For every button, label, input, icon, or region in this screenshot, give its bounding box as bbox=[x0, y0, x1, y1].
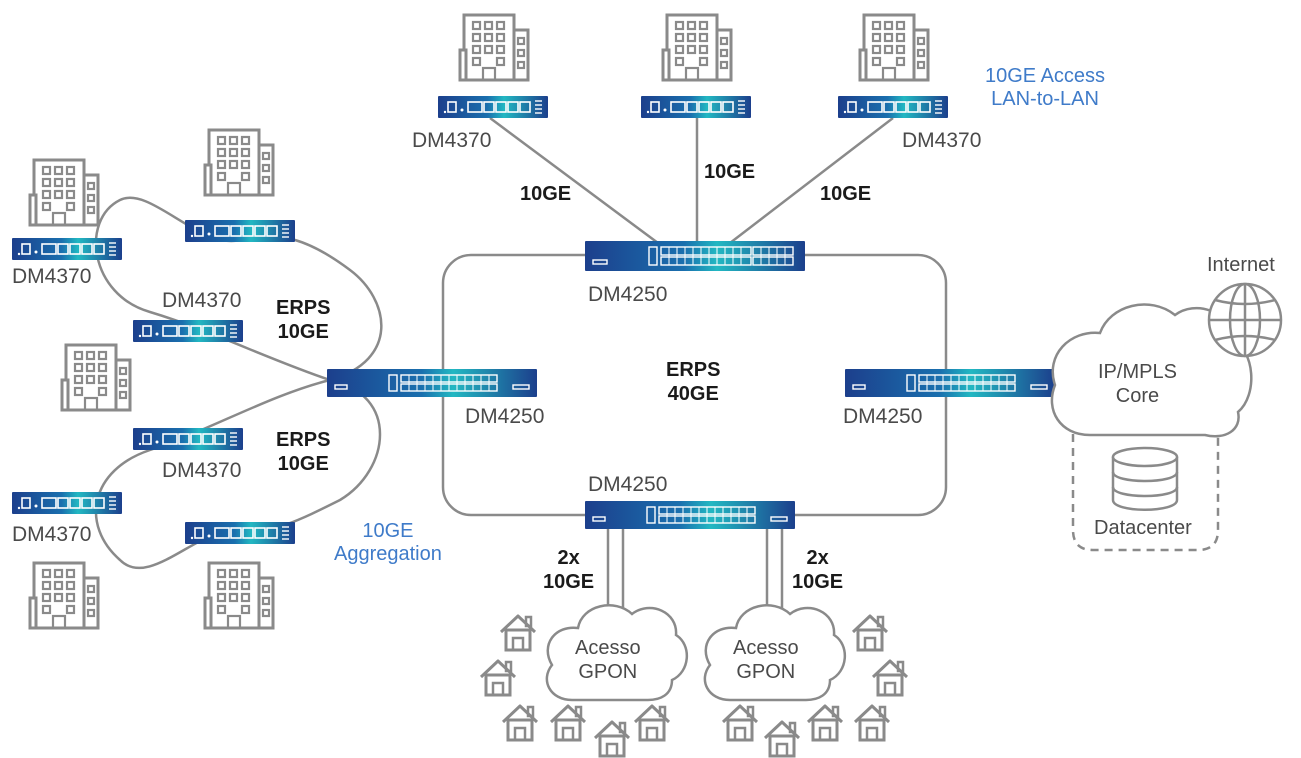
gpon-left-line: GPON bbox=[578, 661, 638, 683]
link-top-right bbox=[729, 117, 894, 244]
building-icon bbox=[858, 13, 930, 82]
gpon-left-line: Acesso bbox=[575, 637, 641, 659]
switch-dm4370-icon bbox=[184, 521, 296, 545]
house-icon bbox=[549, 704, 587, 742]
house-icon bbox=[806, 704, 844, 742]
house-icon bbox=[721, 704, 759, 742]
house-icon bbox=[593, 720, 631, 758]
switch-dm4370-icon bbox=[11, 237, 123, 261]
house-icon bbox=[633, 704, 671, 742]
switch-dm4370-icon bbox=[184, 219, 296, 243]
uplink-left-line: 2x bbox=[557, 547, 580, 569]
cloud-icon bbox=[1050, 303, 1253, 438]
erps-lower-line: 10GE bbox=[277, 453, 329, 475]
gpon-right-label: Acesso GPON bbox=[733, 636, 799, 684]
switch-dm4370-icon bbox=[132, 319, 244, 343]
gpon-left-label: Acesso GPON bbox=[575, 636, 641, 684]
uplink-right-label: 2x 10GE bbox=[792, 546, 843, 594]
building-icon bbox=[60, 343, 132, 412]
uplink-left-label: 2x 10GE bbox=[543, 546, 594, 594]
erps-lower-label: ERPS 10GE bbox=[276, 428, 330, 476]
erps-lower-line: ERPS bbox=[276, 429, 331, 451]
building-icon bbox=[28, 561, 100, 630]
device-label: DM4250 bbox=[465, 405, 545, 428]
switch-dm4250-icon bbox=[584, 240, 806, 272]
switch-dm4370-icon bbox=[11, 491, 123, 515]
internet-label: Internet bbox=[1207, 254, 1275, 276]
link-speed-label: 10GE bbox=[704, 161, 756, 183]
switch-dm4250-icon bbox=[584, 500, 796, 530]
database-icon bbox=[1111, 446, 1179, 511]
house-icon bbox=[871, 659, 909, 697]
switch-dm4250-icon bbox=[326, 368, 538, 398]
device-label: DM4370 bbox=[162, 459, 242, 482]
device-label: DM4370 bbox=[162, 289, 242, 312]
switch-dm4370-icon bbox=[437, 95, 549, 119]
house-icon bbox=[499, 614, 537, 652]
uplink-right-line: 10GE bbox=[792, 571, 844, 593]
gpon-right-line: GPON bbox=[736, 661, 796, 683]
device-label: DM4370 bbox=[12, 523, 92, 546]
cloud-icon bbox=[703, 604, 847, 702]
datacenter-enclosure bbox=[1071, 420, 1220, 552]
switch-dm4250-icon bbox=[844, 368, 1056, 398]
access-note: 10GE Access LAN-to-LAN bbox=[985, 65, 1105, 111]
switch-dm4370-icon bbox=[132, 427, 244, 451]
aggregation-note-line: Aggregation bbox=[334, 543, 442, 565]
erps-upper-line: ERPS bbox=[276, 297, 331, 319]
link-top-left bbox=[489, 116, 659, 245]
house-icon bbox=[853, 704, 891, 742]
link-speed-label: 10GE bbox=[820, 183, 872, 205]
core-label: IP/MPLS Core bbox=[1098, 360, 1177, 408]
building-icon bbox=[661, 13, 733, 82]
uplink-left-line: 10GE bbox=[543, 571, 595, 593]
cloud-icon bbox=[545, 604, 689, 702]
building-icon bbox=[458, 13, 530, 82]
access-note-line: 10GE Access bbox=[985, 65, 1106, 87]
switch-dm4370-icon bbox=[640, 95, 752, 119]
erps-core-line: ERPS bbox=[666, 359, 721, 381]
device-label: DM4250 bbox=[843, 405, 923, 428]
erps-core-line: 40GE bbox=[667, 383, 719, 405]
house-icon bbox=[501, 704, 539, 742]
device-label: DM4370 bbox=[12, 265, 92, 288]
switch-dm4370-icon bbox=[837, 95, 949, 119]
erps-core-label: ERPS 40GE bbox=[666, 358, 720, 406]
aggregation-note-line: 10GE bbox=[362, 520, 414, 542]
erps-upper-label: ERPS 10GE bbox=[276, 296, 330, 344]
house-icon bbox=[763, 720, 801, 758]
building-icon bbox=[28, 158, 100, 227]
datacenter-label: Datacenter bbox=[1094, 517, 1192, 539]
building-icon bbox=[203, 128, 275, 197]
aggregation-note: 10GE Aggregation bbox=[334, 520, 442, 566]
uplink-right-line: 2x bbox=[806, 547, 829, 569]
building-icon bbox=[203, 561, 275, 630]
device-label: DM4250 bbox=[588, 473, 668, 496]
access-note-line: LAN-to-LAN bbox=[991, 88, 1099, 110]
erps-upper-line: 10GE bbox=[277, 321, 329, 343]
house-icon bbox=[851, 614, 889, 652]
gpon-right-line: Acesso bbox=[733, 637, 799, 659]
core-line: Core bbox=[1115, 385, 1160, 407]
core-line: IP/MPLS bbox=[1098, 361, 1177, 383]
house-icon bbox=[479, 659, 517, 697]
device-label: DM4250 bbox=[588, 283, 668, 306]
globe-icon bbox=[1207, 282, 1283, 358]
link-speed-label: 10GE bbox=[520, 183, 572, 205]
device-label: DM4370 bbox=[902, 129, 982, 152]
device-label: DM4370 bbox=[412, 129, 492, 152]
